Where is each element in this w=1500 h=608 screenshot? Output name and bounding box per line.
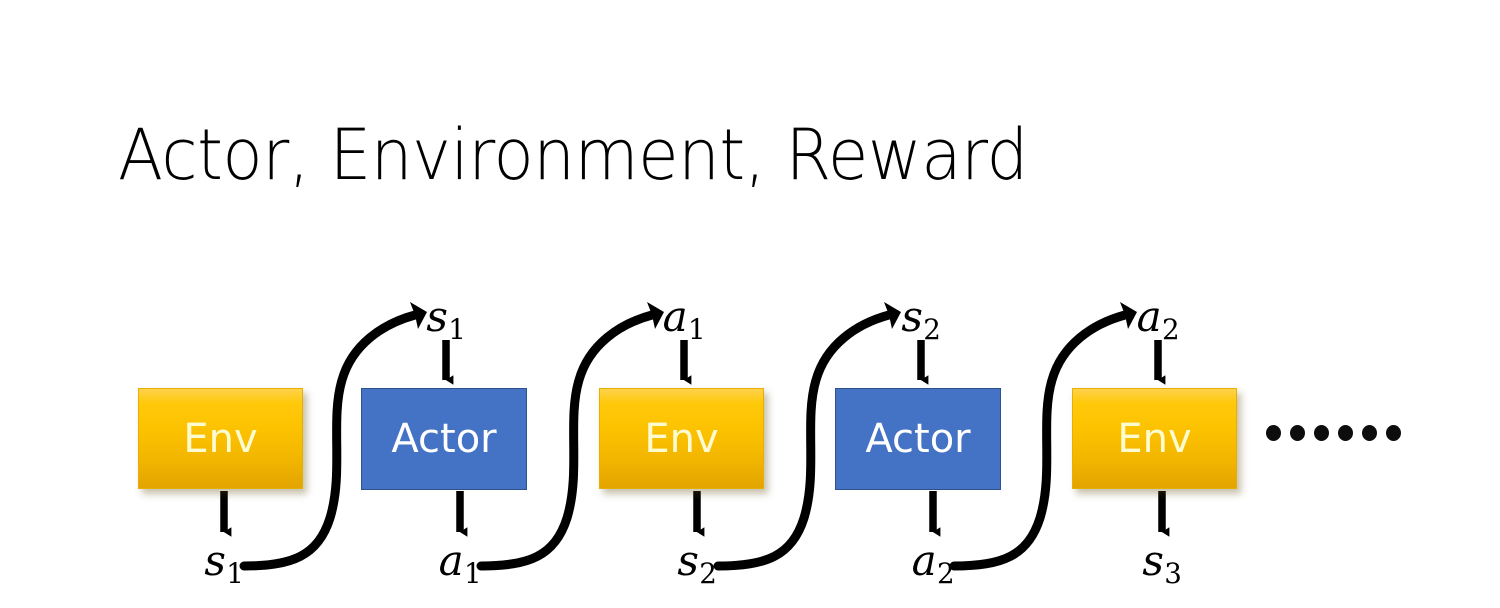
- symbol: s: [677, 536, 699, 585]
- down-arrows-into-box: [442, 340, 1166, 385]
- symbol: a: [438, 536, 464, 585]
- symbol: a: [911, 536, 937, 585]
- subscript: 2: [1161, 313, 1180, 347]
- ellipsis-dot-group-2: [1338, 425, 1401, 441]
- label-bottom-s1: s1: [204, 540, 243, 588]
- subscript: 1: [448, 313, 466, 347]
- ellipsis-dot: [1266, 425, 1281, 441]
- symbol: a: [1136, 292, 1162, 341]
- symbol: s: [901, 292, 923, 341]
- node-env-1[interactable]: Env: [138, 388, 303, 489]
- node-actor-1[interactable]: Actor: [361, 388, 527, 490]
- ellipsis-dot: [1338, 425, 1353, 441]
- subscript: 1: [463, 557, 482, 591]
- ellipsis-dot: [1290, 425, 1305, 441]
- node-label: Actor: [391, 416, 497, 462]
- ellipsis-dot: [1314, 425, 1329, 441]
- subscript: 3: [1164, 557, 1182, 591]
- label-bottom-a2: a2: [912, 540, 955, 588]
- page-title: Actor, Environment, Reward: [118, 114, 1028, 196]
- subscript: 1: [687, 313, 706, 347]
- subscript: 1: [226, 557, 244, 591]
- node-actor-2[interactable]: Actor: [835, 388, 1001, 490]
- label-top-s2: s2: [901, 296, 940, 344]
- label-bottom-a1: a1: [439, 540, 482, 588]
- node-label: Env: [644, 415, 719, 462]
- node-env-2[interactable]: Env: [599, 388, 764, 489]
- symbol: s: [204, 536, 226, 585]
- node-env-3[interactable]: Env: [1072, 388, 1237, 489]
- symbol: s: [426, 292, 448, 341]
- curved-connectors: [239, 302, 1137, 571]
- label-top-a1: a1: [663, 296, 706, 344]
- label-bottom-s2: s2: [677, 540, 716, 588]
- curve-a2: [949, 302, 1137, 571]
- subscript: 2: [936, 557, 955, 591]
- curve-s2: [713, 302, 901, 571]
- ellipsis-dot: [1362, 425, 1377, 441]
- node-label: Env: [183, 415, 258, 462]
- ellipsis-dot: [1386, 425, 1401, 441]
- ellipsis-dot-group-1: [1266, 425, 1329, 441]
- label-bottom-s3: s3: [1142, 540, 1181, 588]
- label-top-s1: s1: [426, 296, 465, 344]
- symbol: s: [1142, 536, 1164, 585]
- node-label: Env: [1117, 415, 1192, 462]
- ellipsis-continuation: [1266, 425, 1401, 441]
- node-label: Actor: [865, 416, 971, 462]
- subscript: 2: [699, 557, 717, 591]
- label-top-a2: a2: [1137, 296, 1180, 344]
- symbol: a: [662, 292, 688, 341]
- subscript: 2: [923, 313, 941, 347]
- down-arrows-out-of-box: [220, 491, 1170, 537]
- curve-s1: [239, 302, 427, 571]
- curve-a1: [476, 302, 664, 571]
